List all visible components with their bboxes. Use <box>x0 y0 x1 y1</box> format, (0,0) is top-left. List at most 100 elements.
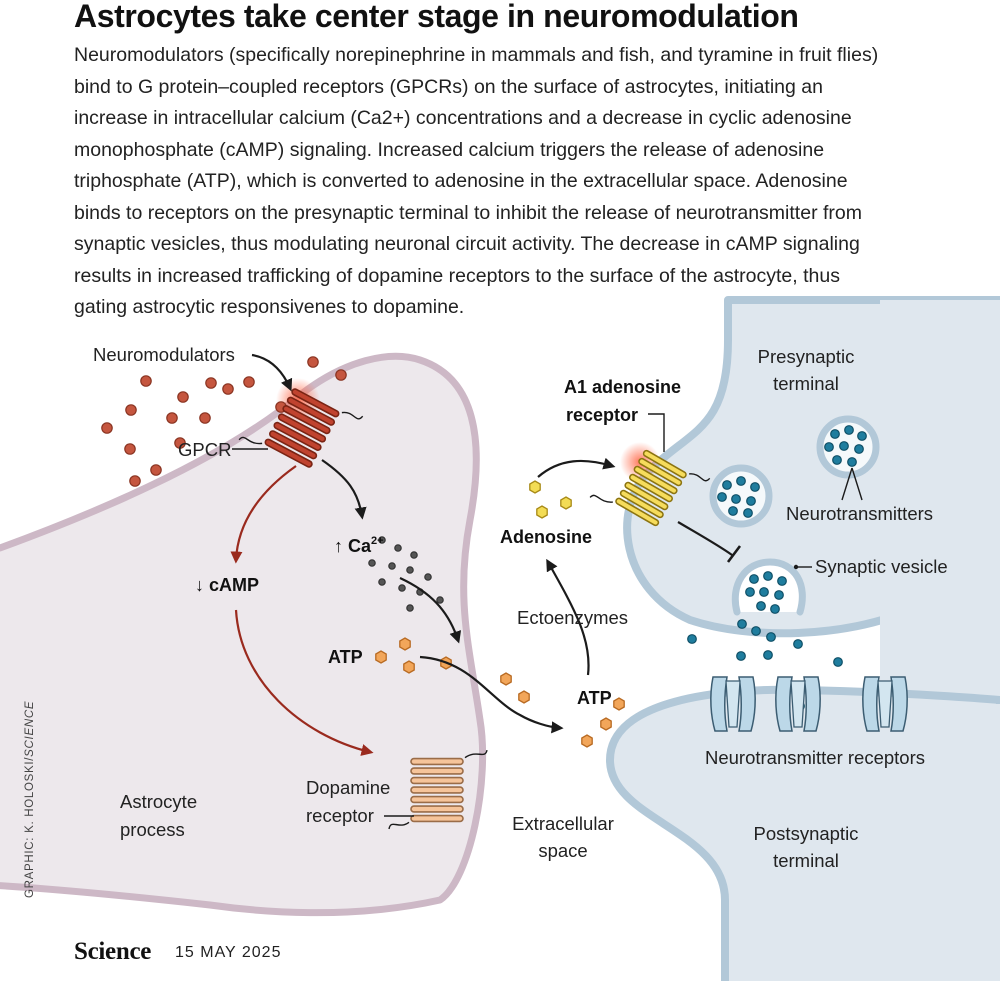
neurotransmitter-dot <box>763 650 773 660</box>
nt-receptor-channel <box>775 676 821 732</box>
neuromodulator-dot <box>124 443 136 455</box>
arrow-atp-to-adenosine <box>546 558 590 676</box>
synaptic-vesicle-docked <box>731 558 806 616</box>
neuromodulator-dot <box>101 422 113 434</box>
neurotransmitter-dot <box>763 571 773 581</box>
neuromodulator-dot <box>177 391 189 403</box>
label-adenosine: Adenosine <box>500 527 592 547</box>
a1-receptor-helix <box>619 489 664 519</box>
neurotransmitter-dot <box>832 455 842 465</box>
label-atp-extracellular: ATP <box>577 688 612 708</box>
arrow-gpcr-to-calcium <box>321 459 367 520</box>
neurotransmitter-dot <box>793 639 803 649</box>
arrow-gpcr-to-camp <box>230 465 297 564</box>
dopamine-receptor-helix <box>410 814 464 823</box>
leader-neurotransmitters <box>841 467 863 501</box>
caption-line: binds to receptors on the presynaptic te… <box>74 201 862 224</box>
calcium-dot <box>368 559 376 567</box>
label-astrocyte-process-line1: Astrocyte <box>120 791 197 812</box>
dopamine-receptor-helix <box>410 795 464 804</box>
label-camp: ↓ cAMP <box>195 575 259 595</box>
inhibition-arrow <box>677 521 742 563</box>
gpcr-helix <box>277 413 327 443</box>
atp-molecule <box>518 690 530 704</box>
adenosine-molecules <box>529 480 572 519</box>
neurotransmitter-dot <box>750 482 760 492</box>
neuromodulator-dot <box>222 383 234 395</box>
neurotransmitter-dot <box>847 457 857 467</box>
neurotransmitter-dot <box>857 431 867 441</box>
neurotransmitter-dot <box>833 657 843 667</box>
graphic-credit: GRAPHIC: K. HOLOSKI/SCIENCE <box>24 700 36 898</box>
label-a1-receptor-line2: receptor <box>566 405 638 425</box>
adenosine-molecule <box>529 480 541 494</box>
neurotransmitter-dot <box>736 476 746 486</box>
a1-receptor-terminus <box>589 494 613 503</box>
gpcr-helix <box>286 396 336 426</box>
atp-molecule <box>500 672 512 686</box>
atp-molecule <box>403 660 415 674</box>
atp-molecules <box>375 637 625 748</box>
neuromodulator-dot <box>166 412 178 424</box>
caption-line: bind to G protein–coupled receptors (GPC… <box>74 75 823 98</box>
neuromodulator-dot <box>174 437 186 449</box>
calcium-dot <box>388 562 396 570</box>
caption-line: increase in intracellular calcium (Ca2+)… <box>74 107 852 129</box>
gpcr-helix <box>291 388 340 418</box>
arrow-atp-release <box>419 655 564 734</box>
gpcr-terminus <box>238 436 263 445</box>
label-nt-receptors: Neurotransmitter receptors <box>705 747 925 768</box>
atp-molecule <box>399 637 411 651</box>
caption-line: monophosphate (cAMP) signaling. Increase… <box>74 138 825 161</box>
dopamine-receptor-helix <box>410 805 464 813</box>
neurotransmitter-dot <box>737 619 747 629</box>
a1-adenosine-receptor <box>589 449 711 527</box>
label-neuromodulators: Neuromodulators <box>93 344 235 365</box>
neurotransmitter-molecules <box>687 425 867 711</box>
arrow-calcium-to-atp <box>399 577 462 644</box>
leader-a1-receptor <box>648 413 665 452</box>
a1-receptor-helix <box>642 449 687 479</box>
atp-molecule <box>581 734 593 748</box>
neurotransmitter-dot <box>844 425 854 435</box>
neuromodulator-dot <box>125 404 137 416</box>
calcium-dot <box>398 584 406 592</box>
arrow-camp-to-dopamine-receptor <box>234 609 374 756</box>
label-presynaptic-line2: terminal <box>773 373 839 394</box>
dopamine-receptor <box>388 749 488 830</box>
label-neurotransmitters: Neurotransmitters <box>786 503 933 524</box>
figure-title: Astrocytes take center stage in neuromod… <box>74 0 799 34</box>
neurotransmitter-dot <box>770 604 780 614</box>
label-extracellular-space-line2: space <box>538 840 587 861</box>
label-atp-inside: ATP <box>328 647 363 667</box>
caption-line: synaptic vesicles, thus modulating neuro… <box>74 233 860 255</box>
a1-receptor-helix <box>624 481 669 511</box>
label-dopamine-receptor-line1: Dopamine <box>306 777 390 798</box>
a1-receptor-helix <box>615 497 660 527</box>
gpcr-terminus <box>341 411 364 420</box>
calcium-dot <box>436 596 444 604</box>
gpcr-receptor <box>238 388 364 468</box>
neuromodulator-dot <box>335 369 347 381</box>
neuromodulator-molecules <box>101 356 347 487</box>
calcium-dot <box>378 578 386 586</box>
neuromodulator-dot <box>199 412 211 424</box>
neurotransmitter-dot <box>736 651 746 661</box>
atp-molecule <box>600 717 612 731</box>
calcium-dot <box>406 566 414 574</box>
nt-receptor-channel <box>862 676 908 732</box>
label-extracellular-space-line1: Extracellular <box>512 813 614 834</box>
neurotransmitter-dot <box>751 626 761 636</box>
adenosine-molecule <box>536 505 548 519</box>
neurotransmitter-dot <box>824 442 834 452</box>
neuromodulator-dot <box>205 377 217 389</box>
dopamine-receptor-helix <box>410 776 464 785</box>
journal-name: Science <box>74 938 152 965</box>
neurotransmitter-dot <box>839 441 849 451</box>
gpcr-helix <box>273 421 322 451</box>
arrow-neuromodulators-to-gpcr <box>251 353 293 392</box>
neurotransmitter-dot <box>854 444 864 454</box>
label-ectoenzymes: Ectoenzymes <box>517 607 628 628</box>
a1-receptor-helix <box>638 457 683 487</box>
